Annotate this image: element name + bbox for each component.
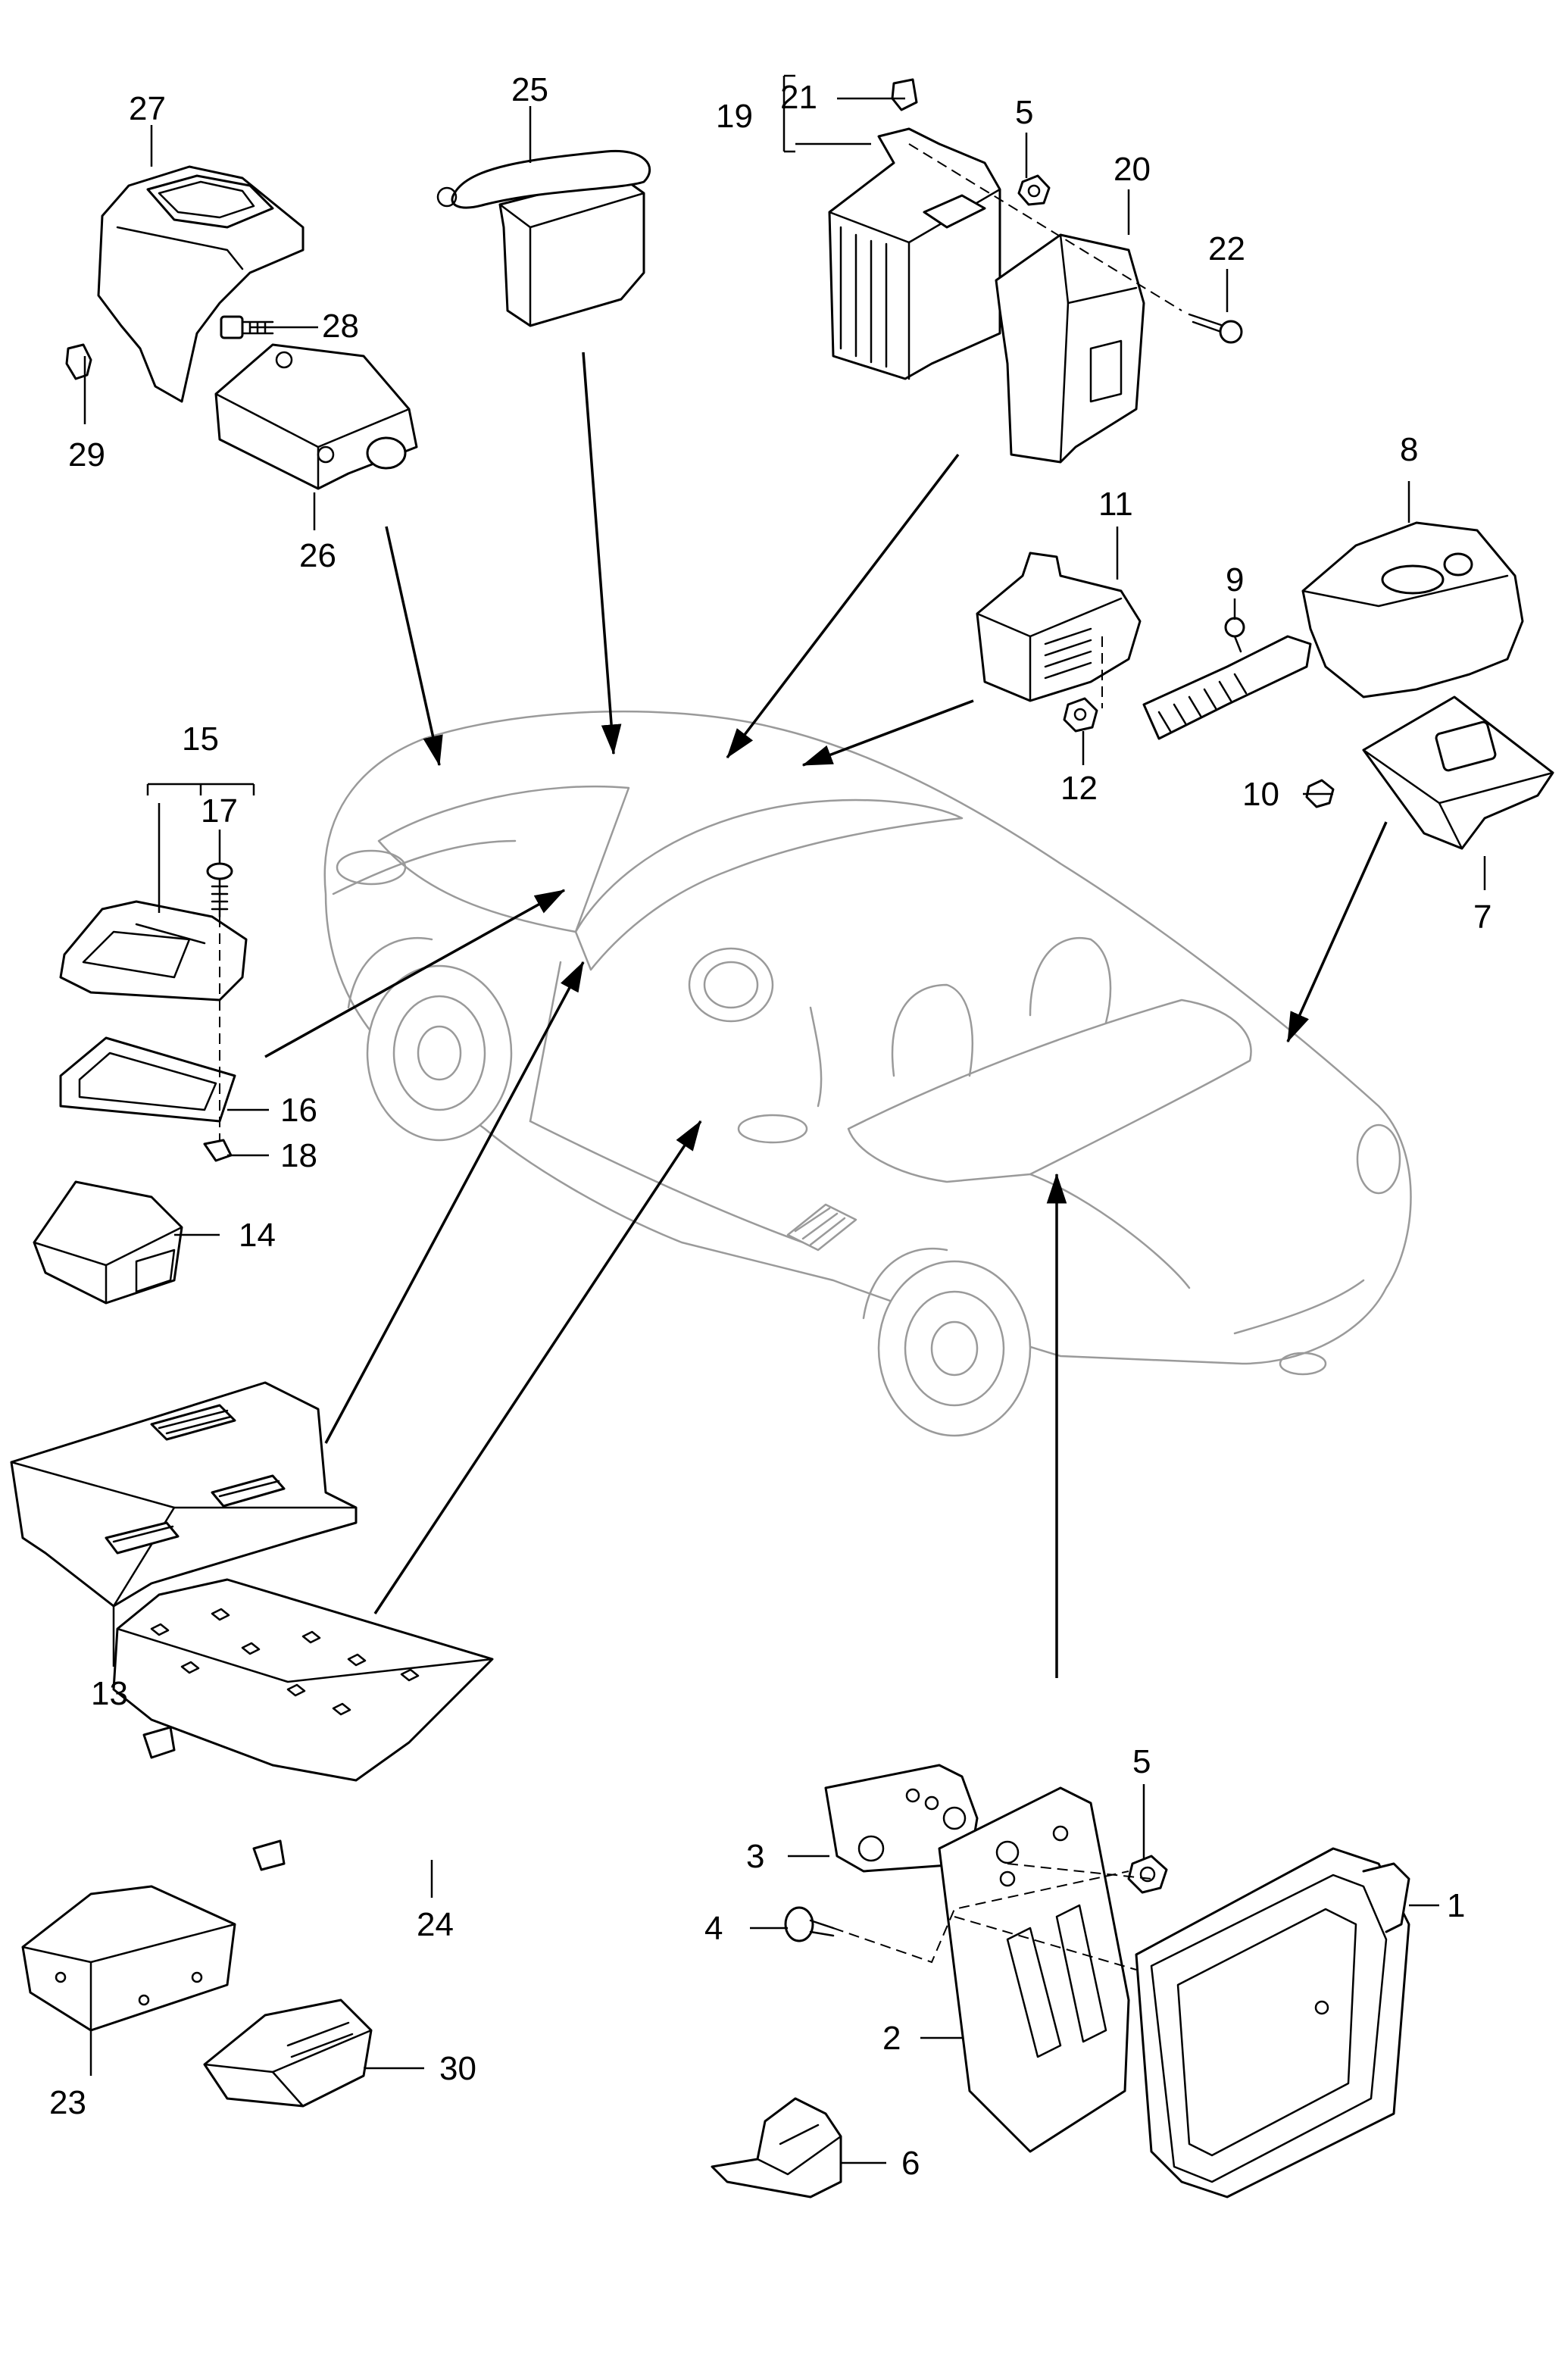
part-22-screw (1188, 313, 1243, 344)
part-19-control-unit (828, 127, 1001, 380)
callout-28: 28 (322, 308, 359, 345)
part-21-clip (891, 78, 918, 111)
part-5-nut-top (1017, 174, 1051, 206)
dashed-assembly-lines (219, 143, 1182, 1970)
callout-14: 14 (239, 1217, 276, 1254)
leader-lines (83, 74, 1486, 2164)
part-20-cover (995, 233, 1145, 464)
part-2-mounting-plate (938, 1786, 1130, 2153)
callout-labels: 27 25 21 19 5 20 22 28 29 26 8 11 9 15 1… (49, 71, 1491, 2182)
callout-17: 17 (201, 792, 238, 830)
part-9-screw (1224, 617, 1245, 653)
part-14-module (33, 1180, 183, 1305)
part-18-clip (203, 1139, 233, 1162)
callout-29: 29 (68, 436, 105, 473)
callout-8: 8 (1400, 431, 1418, 468)
callout-21: 21 (780, 79, 817, 116)
callout-27: 27 (129, 90, 166, 127)
callout-22: 22 (1208, 230, 1245, 267)
callout-16: 16 (280, 1092, 317, 1129)
part-25-relay (436, 149, 651, 327)
part-17-screw (206, 862, 233, 918)
callout-10: 10 (1242, 776, 1279, 813)
part-27-bracket (97, 165, 305, 403)
callout-6: 6 (901, 2145, 920, 2182)
callout-11: 11 (1098, 486, 1133, 523)
part-11-module (976, 552, 1142, 702)
vehicle-outline (323, 710, 1412, 1437)
callout-20: 20 (1114, 151, 1151, 188)
callout-5-lower: 5 (1132, 1743, 1151, 1780)
callout-15: 15 (182, 720, 219, 758)
callout-26: 26 (299, 537, 336, 574)
part-26-control-unit (214, 343, 418, 490)
callout-12: 12 (1060, 770, 1098, 807)
part-15-cover (59, 900, 248, 1002)
part-8-bracket (1142, 521, 1524, 740)
callout-1: 1 (1447, 1887, 1465, 1924)
callout-25: 25 (511, 71, 548, 108)
part-24-cover-plate (112, 1578, 494, 1871)
callout-7: 7 (1473, 898, 1491, 936)
callout-13: 13 (91, 1675, 128, 1712)
part-1-ecu (1135, 1847, 1410, 2199)
callout-5-top: 5 (1015, 94, 1033, 131)
part-12-nut (1063, 697, 1098, 733)
callout-24: 24 (417, 1906, 454, 1943)
part-13-control-unit (10, 1381, 358, 1608)
callout-9: 9 (1226, 561, 1244, 598)
callout-4: 4 (704, 1910, 723, 1947)
callout-3: 3 (746, 1838, 764, 1875)
callout-18: 18 (280, 1137, 317, 1174)
part-6-bracket (711, 2097, 842, 2199)
callout-19: 19 (716, 98, 753, 135)
callout-2: 2 (882, 2020, 901, 2057)
callout-23: 23 (49, 2084, 86, 2121)
part-28-bolt (220, 315, 274, 339)
callout-30: 30 (439, 2050, 476, 2087)
part-30-module (203, 1999, 373, 2108)
part-23-module (21, 1885, 236, 2032)
part-16-gasket (59, 1036, 236, 1123)
location-arrows (264, 352, 1388, 1678)
part-7-control-unit (1362, 695, 1554, 850)
part-5-nut-lower (1127, 1855, 1168, 1894)
part-4-bolt (784, 1906, 835, 1942)
part-29-clip (65, 343, 92, 380)
